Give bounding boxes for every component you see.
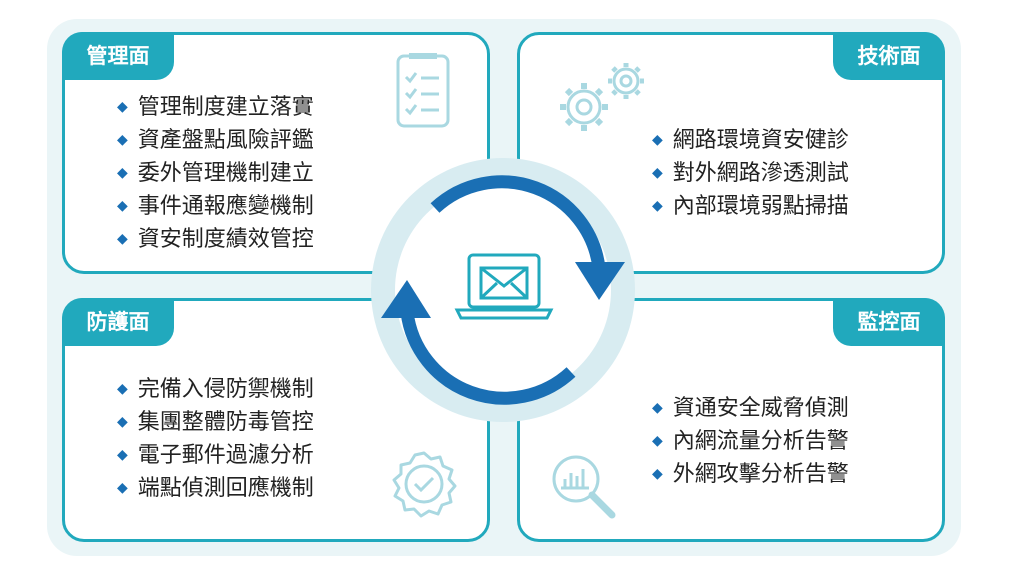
magnifier-chart-icon	[552, 455, 616, 519]
diamond-bullet-icon: ◆	[117, 447, 128, 463]
diamond-bullet-icon: ◆	[652, 466, 663, 482]
diamond-bullet-icon: ◆	[117, 231, 128, 247]
check-badge-icon	[392, 451, 457, 518]
diamond-bullet-icon: ◆	[652, 198, 663, 214]
management-title: 管理面	[62, 32, 174, 80]
diamond-bullet-icon: ◆	[652, 165, 663, 181]
diamond-bullet-icon: ◆	[117, 132, 128, 148]
list-item: ◆資通安全威脅偵測	[652, 396, 849, 421]
list-item: ◆電子郵件過濾分析	[117, 443, 314, 468]
list-item: ◆資產盤點風險評鑑	[117, 128, 314, 153]
list-item: ◆外網攻擊分析告警	[652, 462, 849, 487]
monitoring-list: ◆資通安全威脅偵測 ◆內網流量分析告警 ◆外網攻擊分析告警	[652, 392, 849, 491]
management-list: ◆管理制度建立落實 ◆資產盤點風險評鑑 ◆委外管理機制建立 ◆事件通報應變機制 …	[117, 91, 314, 256]
protection-title: 防護面	[62, 298, 174, 346]
list-item: ◆委外管理機制建立	[117, 161, 314, 186]
list-item: ◆端點偵測回應機制	[117, 476, 314, 501]
list-item: ◆管理制度建立落實	[117, 95, 314, 120]
gears-icon	[560, 63, 644, 131]
diamond-bullet-icon: ◆	[652, 132, 663, 148]
protection-list: ◆完備入侵防禦機制 ◆集團整體防毒管控 ◆電子郵件過濾分析 ◆端點偵測回應機制	[117, 373, 314, 505]
diamond-bullet-icon: ◆	[117, 99, 128, 115]
list-item: ◆集團整體防毒管控	[117, 410, 314, 435]
list-item: ◆對外網路滲透測試	[652, 161, 849, 186]
list-item: ◆內部環境弱點掃描	[652, 194, 849, 219]
list-item: ◆網路環境資安健診	[652, 128, 849, 153]
center-cycle-diagram	[371, 158, 635, 422]
checklist-icon	[396, 53, 450, 128]
list-item: ◆資安制度績效管控	[117, 227, 314, 252]
list-item: ◆完備入侵防禦機制	[117, 377, 314, 402]
monitoring-title: 監控面	[833, 298, 945, 346]
list-item: ◆內網流量分析告警	[652, 429, 849, 454]
management-card: 管理面 ◆管理制度建立落實 ◆資產盤點風險評鑑 ◆委外管理機制建立 ◆事件通報應…	[62, 32, 490, 274]
cycle-arrowheads	[381, 262, 625, 318]
diamond-bullet-icon: ◆	[652, 400, 663, 416]
diamond-bullet-icon: ◆	[117, 480, 128, 496]
diamond-bullet-icon: ◆	[652, 433, 663, 449]
diamond-bullet-icon: ◆	[117, 414, 128, 430]
laptop-mail-icon	[454, 253, 554, 320]
diamond-bullet-icon: ◆	[117, 381, 128, 397]
diamond-bullet-icon: ◆	[117, 198, 128, 214]
cycle-arrows-icon	[400, 175, 606, 405]
technical-list: ◆網路環境資安健診 ◆對外網路滲透測試 ◆內部環境弱點掃描	[652, 124, 849, 223]
diamond-bullet-icon: ◆	[117, 165, 128, 181]
list-item: ◆事件通報應變機制	[117, 194, 314, 219]
technical-title: 技術面	[833, 32, 945, 80]
